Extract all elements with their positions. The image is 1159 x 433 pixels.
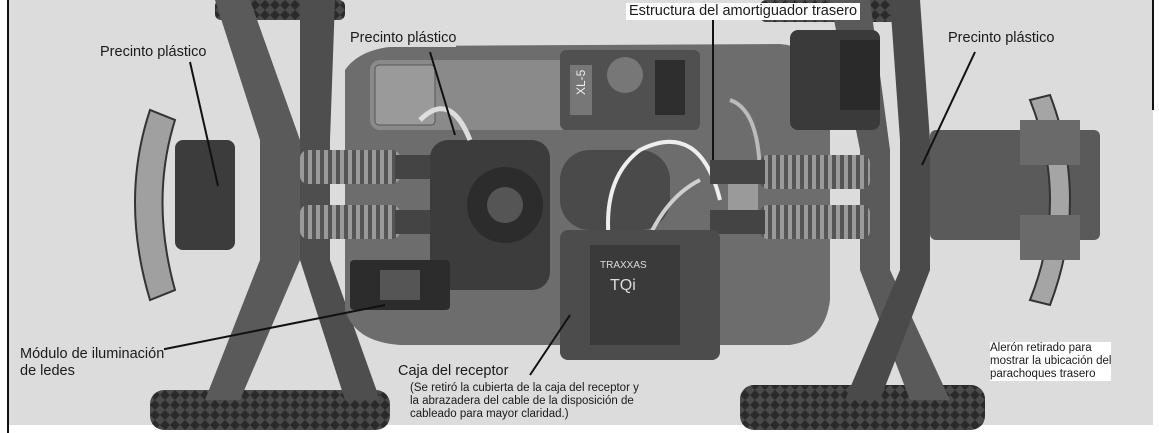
- front-frame: [205, 0, 300, 400]
- front-shock-lower: [300, 205, 400, 239]
- label-receiver-note-line2: la abrazadera del cable de la disposició…: [410, 395, 634, 407]
- label-led-module-line1: Módulo de iluminación: [20, 346, 165, 362]
- receiver-model-mark: TQi: [610, 277, 636, 294]
- label-zip-tie-front: Precinto plástico: [100, 44, 207, 61]
- label-zip-tie-rear: Precinto plástico: [948, 30, 1055, 47]
- esc-model-mark: XL-5: [574, 69, 588, 95]
- label-wing-note: Alerón retirado para mostrar la ubicació…: [990, 342, 1112, 381]
- label-receiver-note-line3: cableado para mayor claridad.): [410, 408, 569, 420]
- label-led-module: Módulo de iluminación de ledes: [20, 346, 165, 380]
- label-wing-note-line3: parachoques trasero: [990, 368, 1096, 380]
- label-wing-note-line1: Alerón retirado para: [990, 342, 1092, 354]
- label-receiver-note: (Se retiró la cubierta de la caja del re…: [410, 382, 639, 421]
- receiver-brand-mark: TRAXXAS: [600, 260, 647, 271]
- label-led-module-line2: de ledes: [20, 363, 75, 379]
- rear-shock-lower: [760, 205, 870, 239]
- callout-line-led-module: [149, 304, 386, 353]
- rear-shock-upper: [760, 155, 870, 189]
- motor: [560, 150, 670, 230]
- label-rear-shock-structure: Estructura del amortiguador trasero: [626, 3, 861, 20]
- label-receiver-note-line1: (Se retiró la cubierta de la caja del re…: [410, 382, 639, 394]
- front-bumper: [134, 108, 177, 302]
- callout-line-zip-tie-rear: [921, 51, 976, 166]
- label-zip-tie-center: Precinto plástico: [350, 30, 457, 47]
- label-receiver-box: Caja del receptor: [398, 363, 509, 380]
- callout-line-zip-tie-front: [189, 61, 219, 187]
- callout-line-receiver: [529, 314, 571, 376]
- callout-line-zip-tie-center: [429, 51, 456, 136]
- label-wing-note-line2: mostrar la ubicación del: [990, 355, 1112, 367]
- front-shock-upper: [300, 150, 400, 184]
- steering-servo: [374, 64, 436, 126]
